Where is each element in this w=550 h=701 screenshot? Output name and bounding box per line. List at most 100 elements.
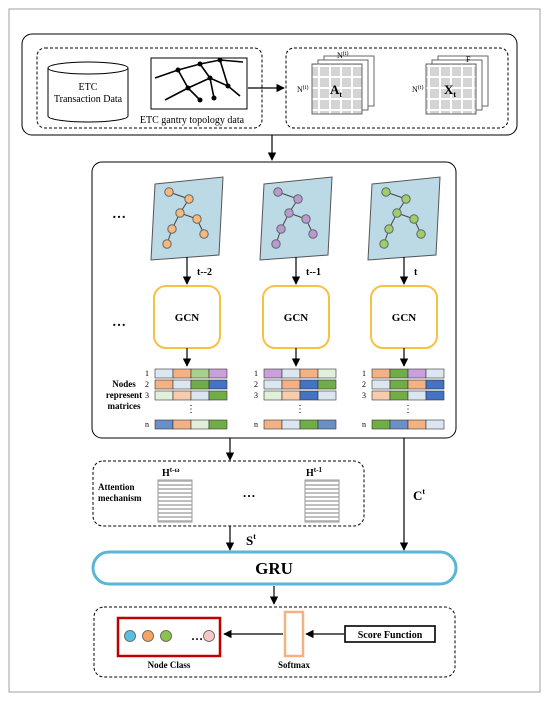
matrix-row-label: 3 xyxy=(145,391,149,400)
adjacency-dim-top: N(t) xyxy=(337,50,348,60)
graph-node xyxy=(162,239,172,249)
node-class-label: Node Class xyxy=(148,660,191,670)
time-label-1: t--2 xyxy=(197,267,212,278)
adjacency-symbol: At xyxy=(330,82,342,99)
etc-data-label-1: ETC xyxy=(79,82,98,93)
gcn-ellipsis-middle: … xyxy=(112,315,126,330)
matrix-row-label: 3 xyxy=(254,391,258,400)
matrix-cell xyxy=(407,368,427,379)
matrix-cell xyxy=(190,390,210,401)
matrix-cell xyxy=(407,419,427,430)
matrix-cell xyxy=(389,390,409,401)
matrix-cell xyxy=(263,390,283,401)
matrix-cell xyxy=(389,419,409,430)
matrix-cell xyxy=(154,379,174,390)
matrix-cell xyxy=(299,368,319,379)
matrix-cell xyxy=(389,368,409,379)
matrix-row-label: 2 xyxy=(145,380,149,389)
softmax-box xyxy=(283,610,305,658)
graph-node xyxy=(301,214,311,224)
matrix-cell xyxy=(263,379,283,390)
graph-node xyxy=(271,239,281,249)
matrix-row-label: 3 xyxy=(362,391,366,400)
score-function-box xyxy=(344,625,436,643)
matrix-cell xyxy=(389,379,409,390)
h-right-label: Ht-1 xyxy=(306,466,322,479)
graph-node xyxy=(276,224,286,234)
score-function-label: Score Function xyxy=(358,630,423,641)
graph-node xyxy=(416,229,426,239)
time-label-3: t xyxy=(414,267,418,278)
gantry-topology-graph xyxy=(150,57,248,110)
matrix-cell xyxy=(317,390,337,401)
matrix-row-label: 2 xyxy=(362,380,366,389)
matrix-cell xyxy=(172,379,192,390)
softmax-label: Softmax xyxy=(278,660,310,670)
graph-panel-3 xyxy=(367,176,441,261)
matrix-cell xyxy=(154,390,174,401)
matrix-row-label: 2 xyxy=(254,380,258,389)
s-label: St xyxy=(246,532,256,548)
matrices-label-1: Nodes xyxy=(112,379,136,389)
matrix-cell xyxy=(190,379,210,390)
graph-node xyxy=(192,214,202,224)
matrix-cell xyxy=(299,379,319,390)
graph-node xyxy=(379,239,389,249)
gcn-label-1: GCN xyxy=(175,312,200,324)
matrix-cell xyxy=(425,379,445,390)
time-label-2: t--1 xyxy=(306,267,321,278)
matrix-cell xyxy=(371,390,391,401)
graph-node xyxy=(273,187,283,197)
matrix-cell xyxy=(281,379,301,390)
feature-dim-top: F xyxy=(466,55,471,64)
h-right-block xyxy=(304,479,340,523)
gru-box xyxy=(91,550,458,586)
output-box xyxy=(93,606,456,678)
matrix-cell xyxy=(299,390,319,401)
matrix-vdots: ⋮ xyxy=(403,404,413,415)
matrix-cell xyxy=(317,419,337,430)
matrix-row-label: n xyxy=(254,420,258,429)
matrices-dashed-box xyxy=(285,47,509,129)
h-left-label: Ht-ω xyxy=(162,466,180,479)
input-section-box xyxy=(21,33,518,136)
adjacency-matrix-stack xyxy=(311,55,375,115)
output-node-circles xyxy=(124,630,215,642)
node-class-circle xyxy=(142,630,154,642)
matrix-cell xyxy=(208,390,228,401)
matrix-vdots: ⋮ xyxy=(186,404,196,415)
matrix-vdots: ⋮ xyxy=(295,404,305,415)
matrix-cell xyxy=(208,379,228,390)
matrix-cell xyxy=(407,390,427,401)
output-ellipsis: … xyxy=(191,629,203,643)
matrix-cell xyxy=(299,419,319,430)
matrix-cell xyxy=(281,419,301,430)
graph-node xyxy=(167,224,177,234)
graph-panel-1 xyxy=(150,176,224,261)
gcn-label-2: GCN xyxy=(284,312,309,324)
matrix-cell xyxy=(407,379,427,390)
matrix-cell xyxy=(317,368,337,379)
node-class-box xyxy=(116,616,222,658)
attention-label-2: mechanism xyxy=(98,493,142,503)
matrix-cell xyxy=(371,368,391,379)
gcn-ellipsis-top: … xyxy=(112,207,126,222)
gru-label: GRU xyxy=(255,559,293,578)
matrix-cell xyxy=(425,368,445,379)
matrix-cell xyxy=(425,419,445,430)
matrix-row-label: n xyxy=(145,420,149,429)
graph-node xyxy=(175,208,185,218)
graph-node xyxy=(293,194,303,204)
node-class-circle xyxy=(124,630,136,642)
matrix-cell xyxy=(281,390,301,401)
matrix-cell xyxy=(371,419,391,430)
matrix-cell xyxy=(208,419,228,430)
matrix-cell xyxy=(172,419,192,430)
graph-node xyxy=(384,224,394,234)
matrix-cell xyxy=(190,419,210,430)
matrix-row-label: n xyxy=(362,420,366,429)
